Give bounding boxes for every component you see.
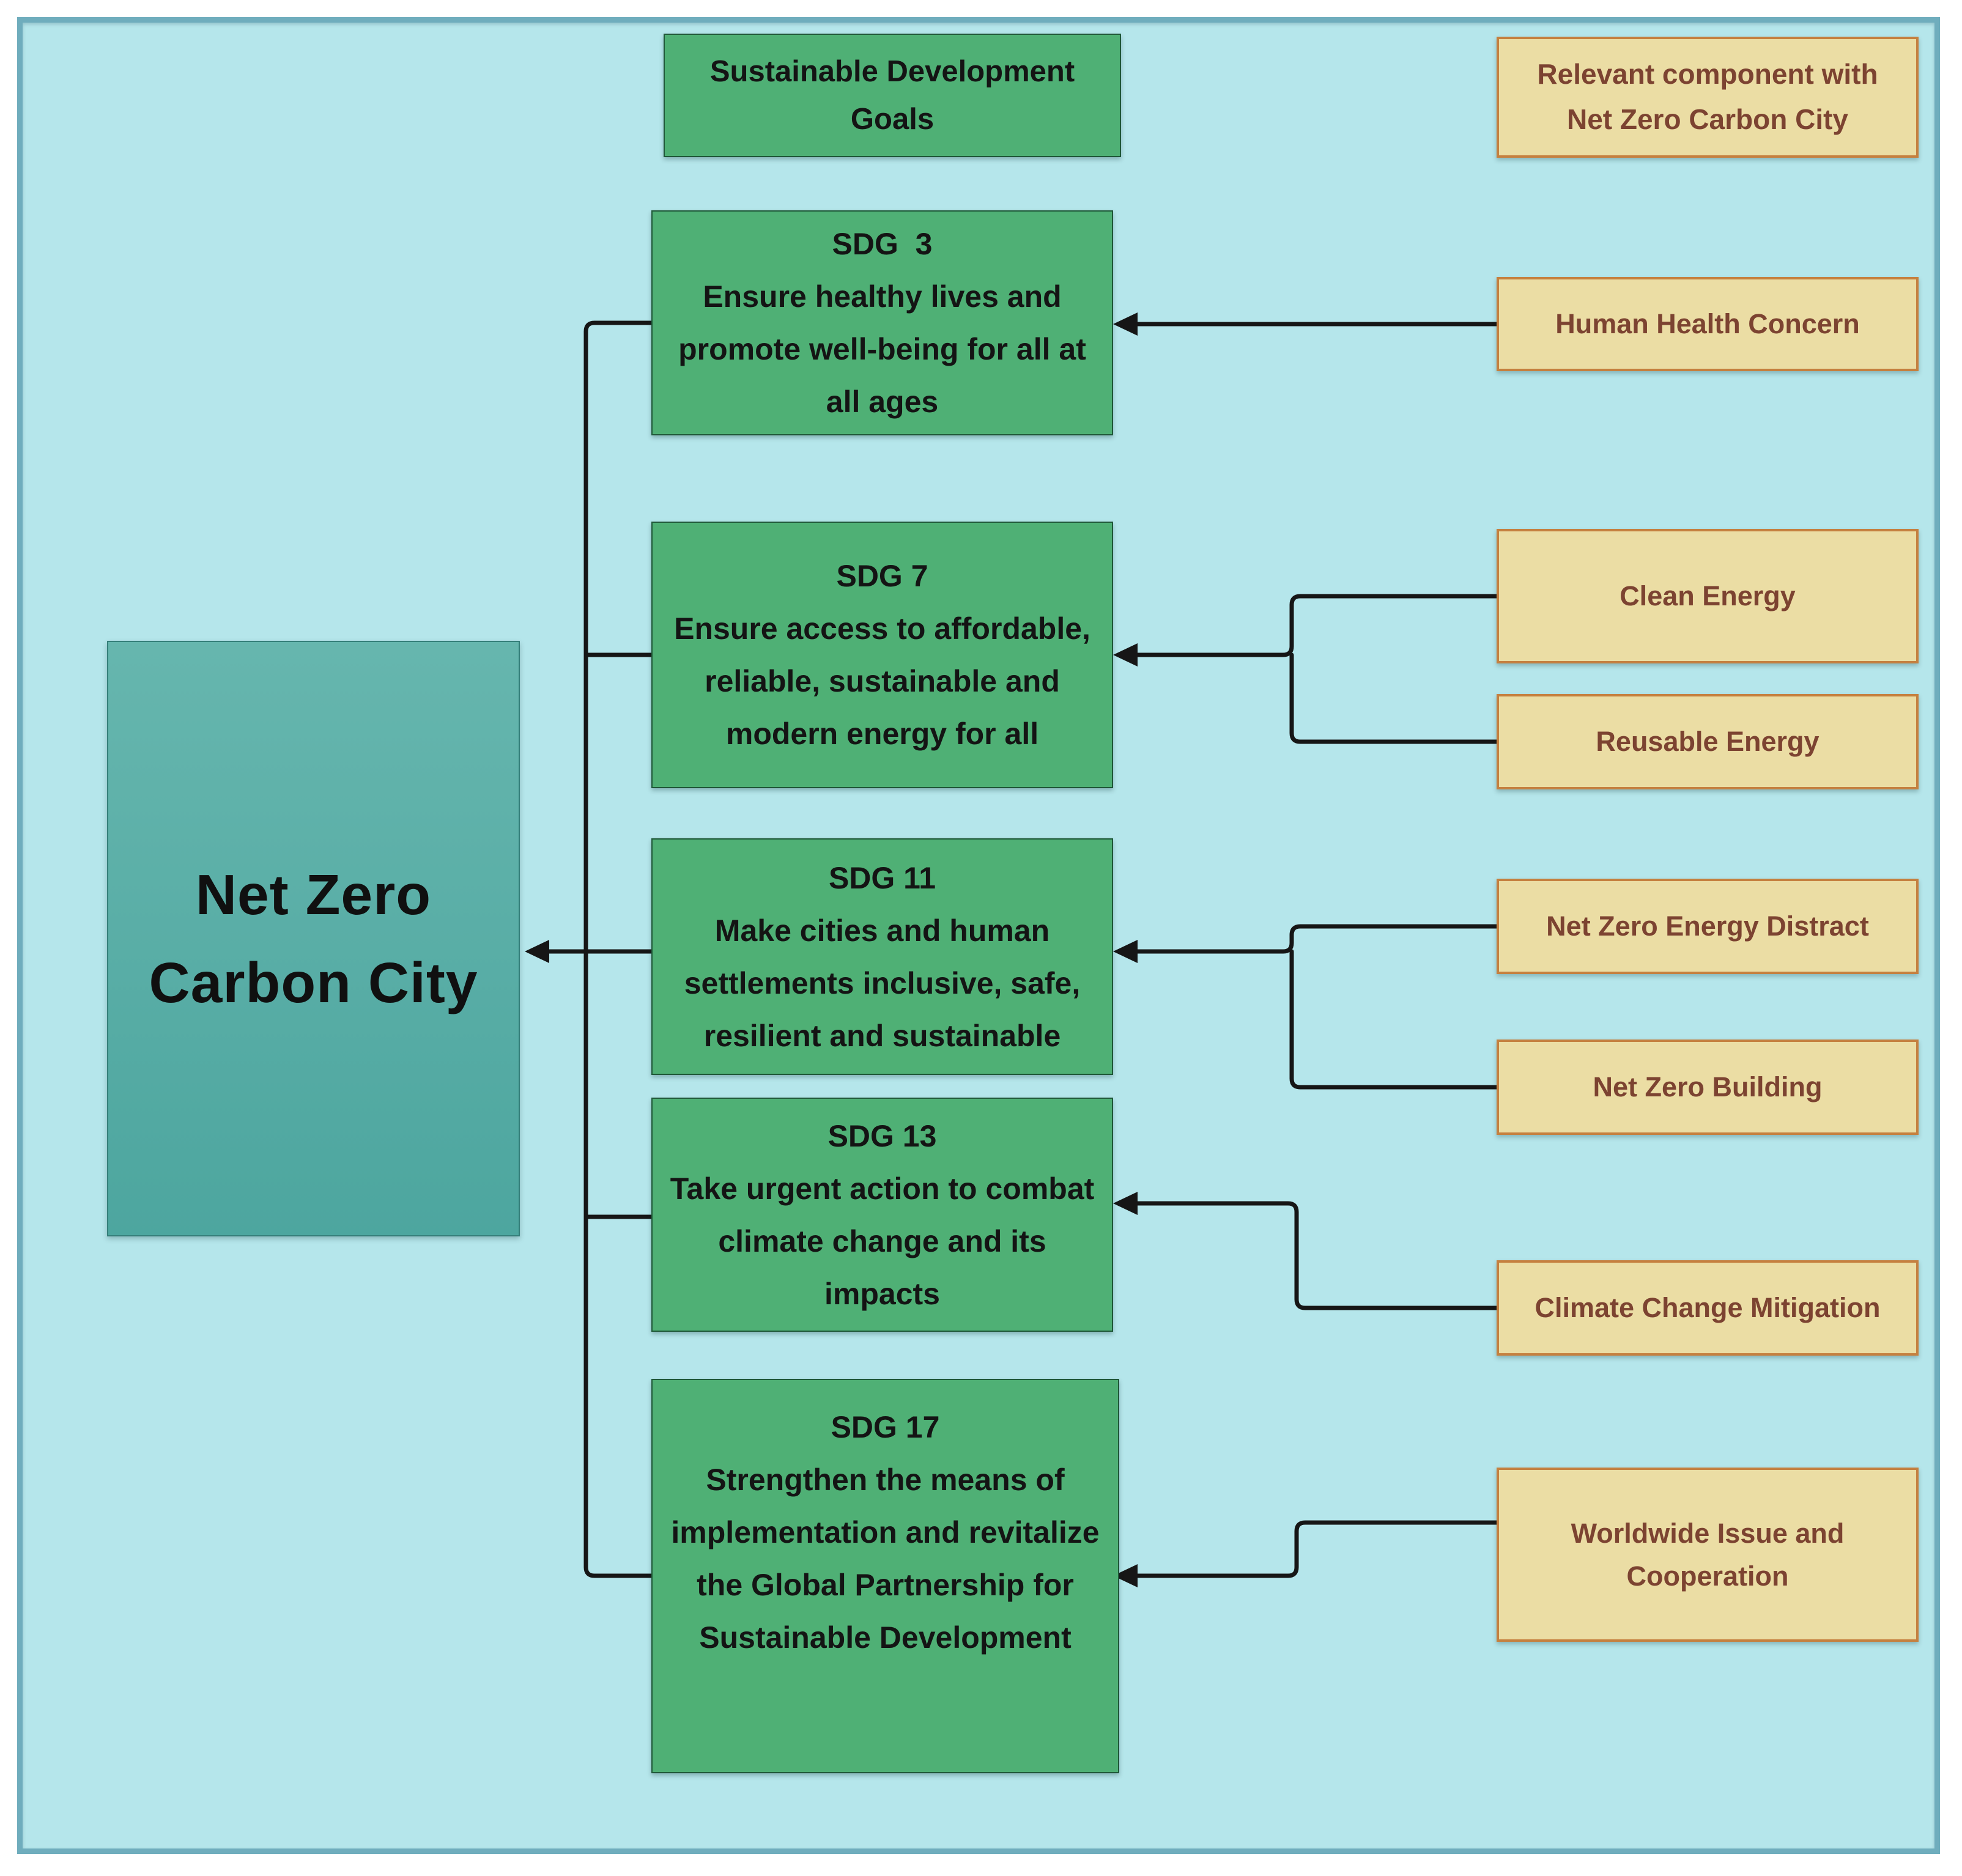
sdg13-description: Take urgent action to combat climate cha…	[670, 1171, 1095, 1311]
component-column-header: Relevant component with Net Zero Carbon …	[1497, 37, 1919, 158]
sdg7-node: SDG 7 Ensure access to affordable, relia…	[651, 522, 1113, 788]
sdg11-title: SDG 11	[828, 860, 936, 895]
component-worldwide-issue-cooperation: Worldwide Issue and Cooperation	[1497, 1468, 1919, 1642]
sdg17-title: SDG 17	[831, 1410, 940, 1444]
sdg-column-header: Sustainable Development Goals	[664, 34, 1121, 157]
root-node-label: Net Zero Carbon City	[149, 862, 478, 1014]
component-reusable-energy: Reusable Energy	[1497, 694, 1919, 789]
sdg3-title: SDG 3	[832, 227, 933, 261]
sdg3-node: SDG 3 Ensure healthy lives and promote w…	[651, 210, 1113, 435]
component-climate-change-mitigation: Climate Change Mitigation	[1497, 1260, 1919, 1356]
component-label: Net Zero Building	[1593, 1071, 1823, 1103]
sdg11-description: Make cities and human settlements inclus…	[684, 913, 1081, 1053]
root-node-net-zero-carbon-city: Net Zero Carbon City	[107, 641, 520, 1236]
sdg-column-header-label: Sustainable Development Goals	[709, 54, 1075, 136]
sdg13-node: SDG 13 Take urgent action to combat clim…	[651, 1098, 1113, 1332]
component-label: Clean Energy	[1620, 580, 1796, 612]
component-label: Climate Change Mitigation	[1534, 1292, 1881, 1324]
component-net-zero-building: Net Zero Building	[1497, 1040, 1919, 1135]
component-clean-energy: Clean Energy	[1497, 529, 1919, 663]
component-human-health-concern: Human Health Concern	[1497, 277, 1919, 371]
component-net-zero-energy-distract: Net Zero Energy Distract	[1497, 879, 1919, 974]
component-label: Net Zero Energy Distract	[1546, 910, 1869, 942]
component-label: Worldwide Issue and Cooperation	[1571, 1517, 1845, 1592]
component-label: Reusable Energy	[1596, 726, 1819, 758]
sdg11-node: SDG 11 Make cities and human settlements…	[651, 838, 1113, 1075]
sdg7-description: Ensure access to affordable, reliable, s…	[674, 611, 1090, 751]
sdg7-title: SDG 7	[836, 559, 928, 593]
sdg13-title: SDG 13	[827, 1118, 937, 1153]
sdg17-description: Strengthen the means of implementation a…	[671, 1463, 1100, 1655]
sdg3-description: Ensure healthy lives and promote well-be…	[678, 279, 1086, 419]
component-label: Human Health Concern	[1555, 308, 1860, 340]
sdg17-node: SDG 17 Strengthen the means of implement…	[651, 1379, 1119, 1773]
component-column-header-label: Relevant component with Net Zero Carbon …	[1537, 58, 1878, 135]
